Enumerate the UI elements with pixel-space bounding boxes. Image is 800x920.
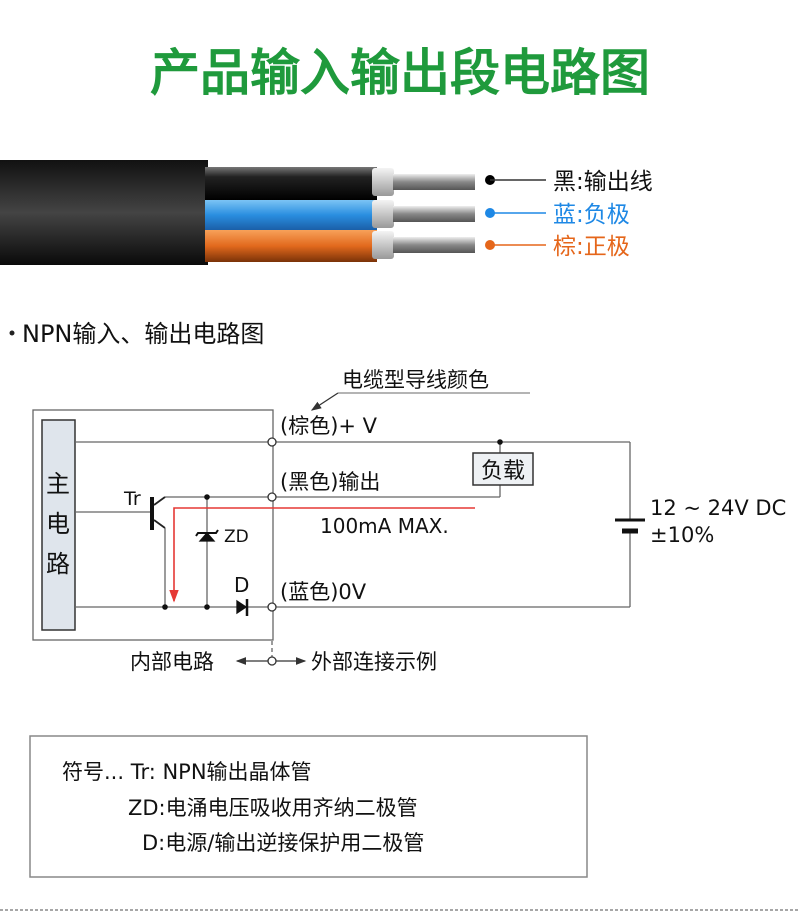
current-label: 100mA MAX. <box>320 514 449 538</box>
legend-box <box>29 735 588 878</box>
supply-voltage-label: 12 ~ 24V DC <box>650 496 786 520</box>
supply-tolerance-label: ±10% <box>650 523 714 547</box>
circuit-diagram <box>32 392 645 666</box>
bullet-icon <box>9 330 15 336</box>
cable-label-black: 黑:输出线 <box>485 169 653 195</box>
legend-line-tr: 符号... Tr: NPN输出晶体管 <box>62 760 312 784</box>
tr-label: Tr <box>123 488 141 510</box>
svg-text:黑:输出线: 黑:输出线 <box>553 169 653 195</box>
main-circuit-char-3: 路 <box>46 550 70 578</box>
terminal-0v-label: (蓝色)0V <box>280 580 367 604</box>
terminal-positive-label: (棕色)+ V <box>280 414 378 438</box>
main-circuit-char-2: 电 <box>46 510 70 538</box>
zd-label: ZD <box>224 527 249 547</box>
internal-circuit-label: 内部电路 <box>130 650 214 674</box>
load-box <box>472 452 534 486</box>
wire-color-caption: 电缆型导线颜色 <box>342 368 489 392</box>
d-label: D <box>234 573 249 597</box>
section-heading: NPN输入、输出电路图 <box>22 320 264 348</box>
svg-text:蓝:负极: 蓝:负极 <box>553 202 630 228</box>
svg-text:棕:正极: 棕:正极 <box>553 234 630 260</box>
cable-label-brown: 棕:正极 <box>485 234 630 260</box>
legend-line-d: D:电源/输出逆接保护用二极管 <box>142 831 424 855</box>
page-title: 产品输入输出段电路图 <box>150 44 650 102</box>
terminal-output-label: (黑色)输出 <box>280 470 380 494</box>
load-label: 负载 <box>481 459 525 484</box>
legend-line-zd: ZD:电涌电压吸收用齐纳二极管 <box>128 796 418 820</box>
main-circuit-char-1: 主 <box>46 470 70 498</box>
cable-label-blue: 蓝:负极 <box>485 202 630 228</box>
cable-illustration <box>0 160 475 265</box>
external-connection-label: 外部连接示例 <box>311 650 437 674</box>
